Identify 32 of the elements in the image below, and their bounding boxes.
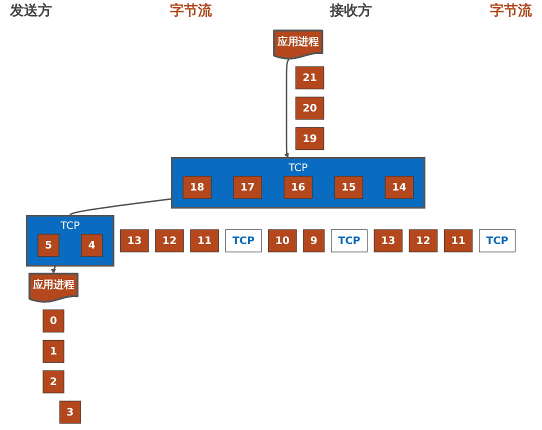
node-box: 15 [334, 176, 364, 199]
node-box: 0 [42, 310, 64, 332]
node-box: 11 [444, 229, 473, 252]
arrow [284, 58, 290, 158]
node-box: 16 [284, 176, 313, 199]
node-box: 4 [81, 234, 103, 257]
node-box: 19 [295, 127, 324, 150]
node-box: 12 [155, 229, 184, 252]
connector [69, 198, 172, 216]
node-box: 10 [268, 229, 297, 252]
node-box: TCP [225, 229, 262, 252]
side-heading: 发送方 [10, 2, 52, 21]
node-box: 14 [384, 176, 414, 199]
flow-label: 字节流 [490, 2, 532, 21]
node-box: TCP [330, 229, 368, 252]
node-box: 13 [120, 229, 149, 252]
node-box: 3 [59, 400, 81, 424]
node-box: 2 [42, 370, 64, 394]
node-box: 20 [295, 96, 324, 120]
node-box: 5 [38, 234, 60, 257]
node-box: 12 [408, 229, 438, 252]
node-box: 21 [295, 66, 324, 90]
node-box: 13 [374, 229, 403, 252]
arrow [50, 265, 56, 274]
node-box: 1 [42, 340, 64, 363]
node-box: 11 [190, 229, 219, 252]
node-box: 9 [303, 229, 325, 252]
node-box: 18 [182, 176, 212, 199]
node-box: 17 [233, 176, 262, 199]
side-heading: 接收方 [330, 2, 372, 21]
flow-label: 字节流 [170, 2, 212, 21]
node-box: TCP [478, 229, 516, 252]
